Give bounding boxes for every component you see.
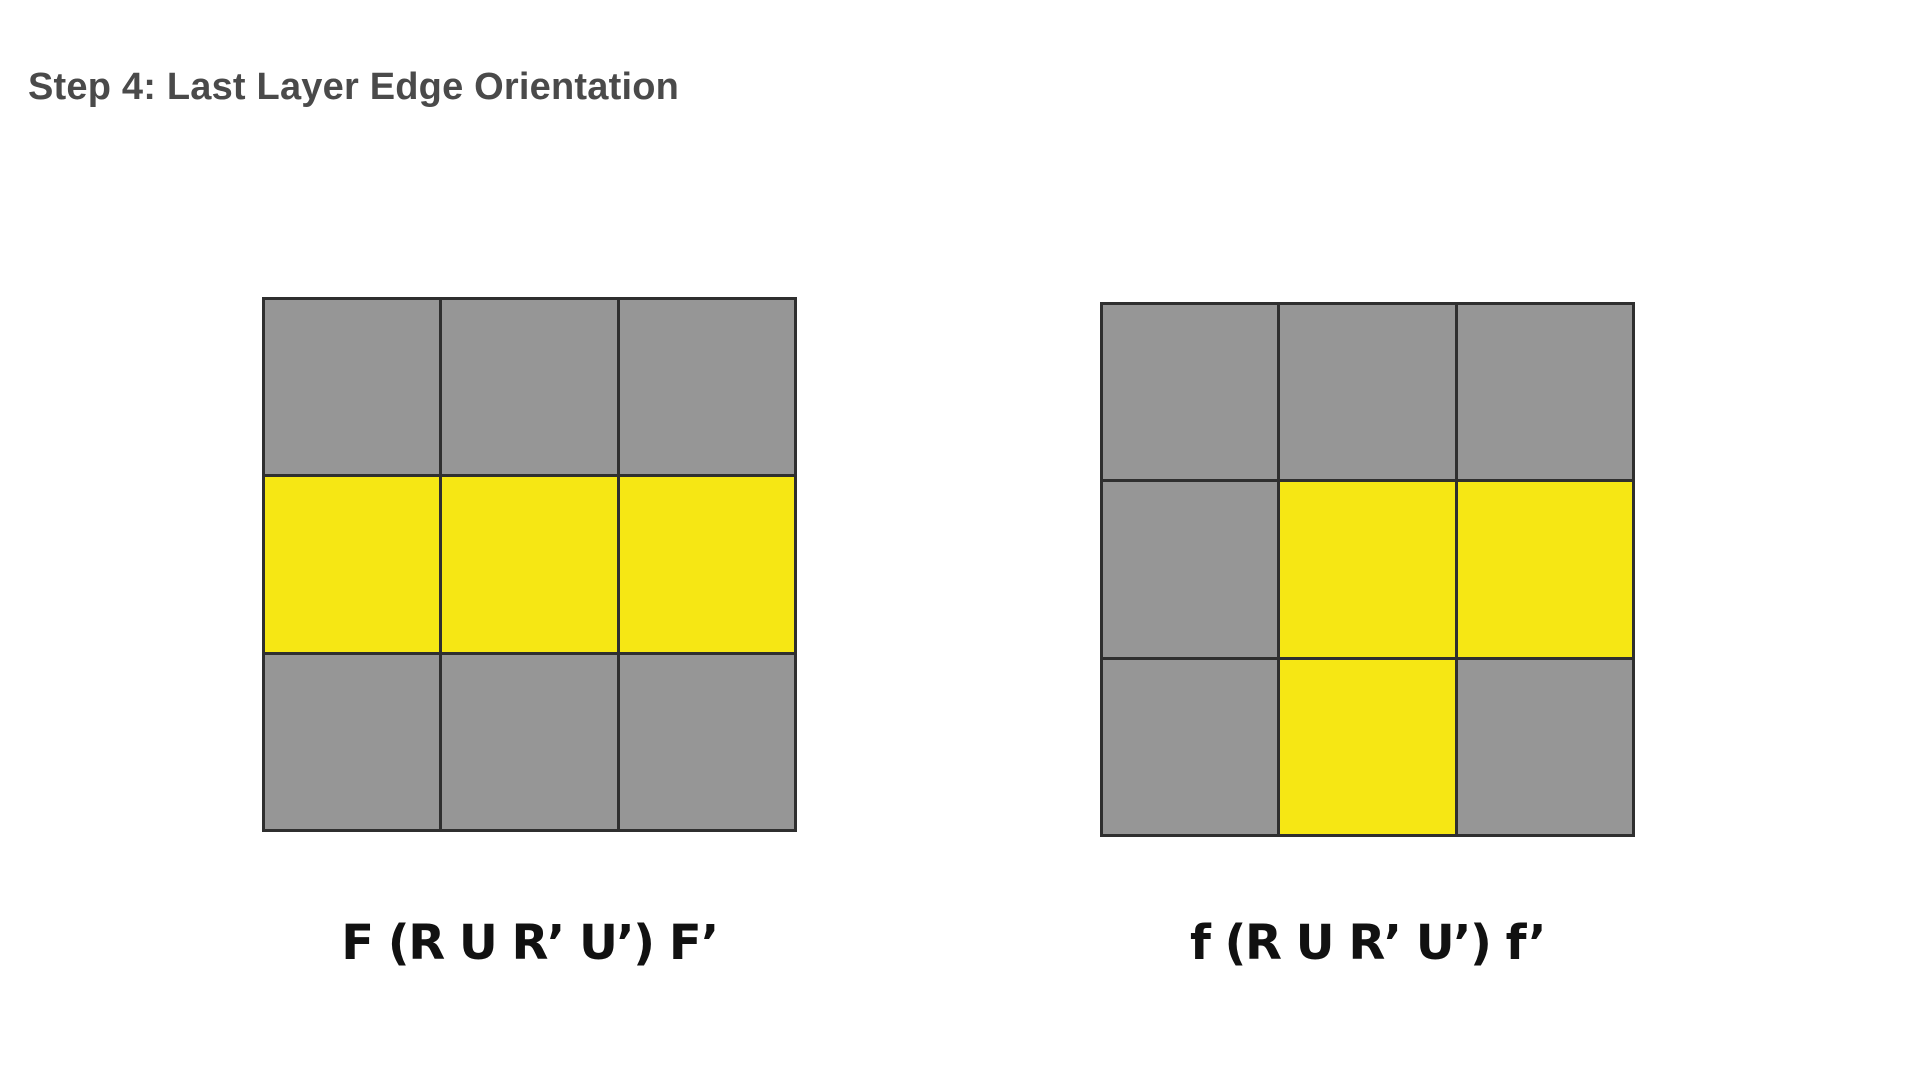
sticker-gray: [1457, 659, 1632, 834]
sticker-gray: [1457, 305, 1632, 480]
cube-face-diagram-2: [1100, 302, 1635, 837]
sticker-yellow: [1280, 659, 1455, 834]
sticker-gray: [1103, 659, 1278, 834]
cube-face-diagram-1: [262, 297, 797, 832]
sticker-gray: [619, 654, 794, 829]
sticker-gray: [265, 300, 440, 475]
sticker-yellow: [442, 477, 617, 652]
sticker-gray: [1280, 305, 1455, 480]
sticker-gray: [442, 654, 617, 829]
sticker-gray: [1103, 482, 1278, 657]
sticker-yellow: [1280, 482, 1455, 657]
sticker-yellow: [619, 477, 794, 652]
sticker-yellow: [1457, 482, 1632, 657]
sticker-yellow: [265, 477, 440, 652]
sticker-gray: [442, 300, 617, 475]
sticker-gray: [619, 300, 794, 475]
page-title: Step 4: Last Layer Edge Orientation: [28, 66, 680, 108]
sticker-gray: [1103, 305, 1278, 480]
algorithm-label-1: F (R U R’ U’) F’: [341, 915, 719, 971]
algorithm-label-2: f (R U R’ U’) f’: [1189, 915, 1547, 971]
sticker-gray: [265, 654, 440, 829]
